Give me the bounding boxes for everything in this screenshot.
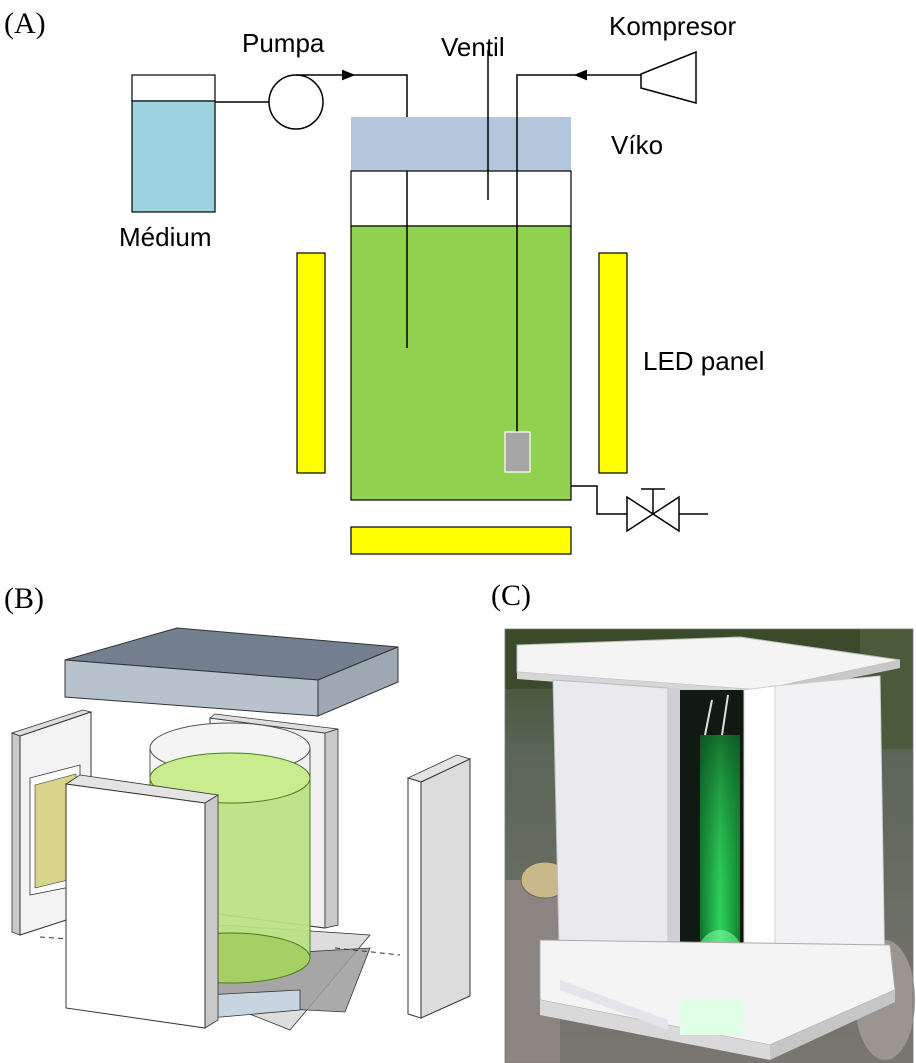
led-panel-left	[296, 252, 326, 474]
headspace	[350, 170, 572, 227]
sparger	[504, 431, 531, 473]
compressor-icon	[640, 50, 697, 104]
led-panel-bottom	[350, 526, 572, 555]
panel-c-label: (C)	[491, 579, 531, 612]
panel-c: (C)	[491, 579, 915, 1063]
led-panel-right	[598, 252, 628, 474]
pump-icon	[268, 74, 324, 130]
lid-label: Víko	[611, 130, 663, 160]
air-tube	[516, 74, 575, 432]
panel-b-label: (B)	[4, 582, 44, 615]
panel-a-label: (A)	[4, 7, 46, 40]
led-panel-label: LED panel	[643, 346, 764, 376]
medium-label: Médium	[119, 222, 211, 252]
medium-liquid	[131, 100, 216, 213]
culture-vessel	[350, 225, 572, 501]
pump-label: Pumpa	[242, 28, 325, 58]
drain-pipe	[571, 485, 627, 515]
panel-a: (A) Médium Pumpa Víko Ventil Kompresor	[4, 7, 764, 555]
valve-label: Ventil	[441, 32, 505, 62]
medium-container	[131, 74, 216, 213]
exploded-lid	[64, 627, 399, 717]
lid	[351, 117, 571, 171]
panel-b: (B)	[4, 582, 472, 1031]
drain-valve-right	[651, 495, 680, 533]
photo-reactor	[504, 628, 915, 1063]
compressor-label: Kompresor	[609, 11, 736, 41]
right-led-panel	[406, 754, 472, 1019]
drain-valve-left	[626, 495, 655, 533]
front-led-panel	[64, 774, 220, 1029]
